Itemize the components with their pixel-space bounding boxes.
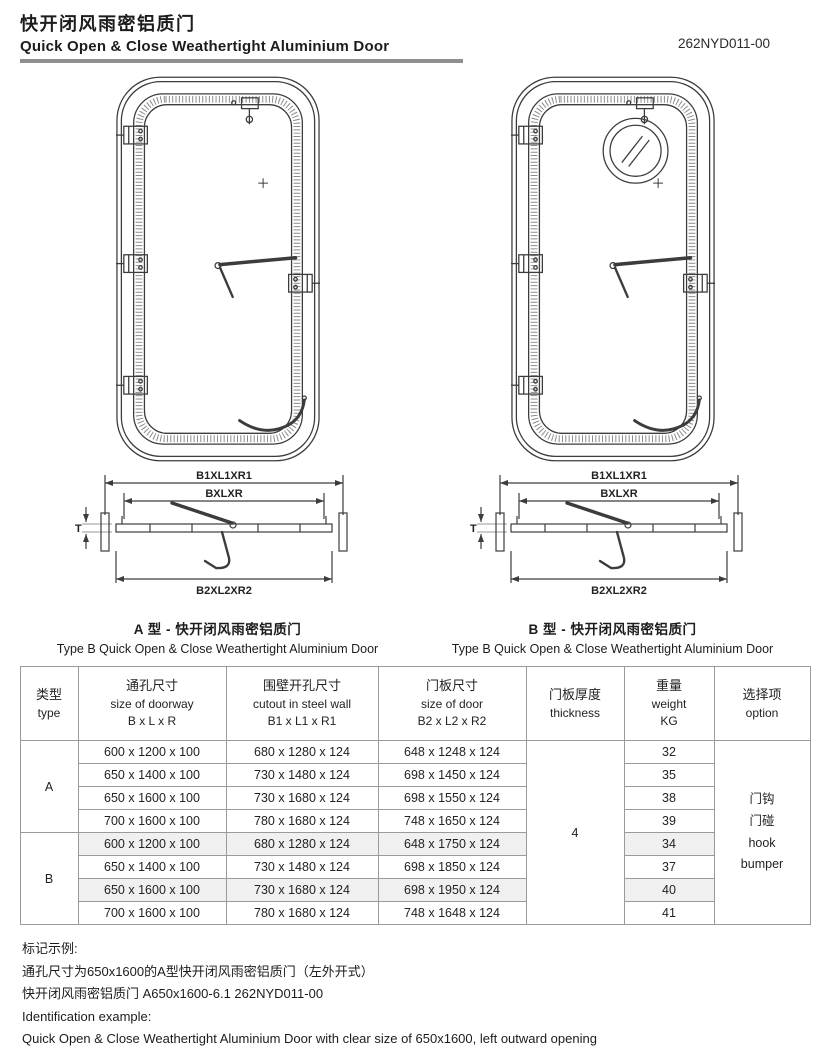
table-row: 700 x 1600 x 100 780 x 1680 x 124 748 x … [20,809,810,833]
page-title-en: Quick Open & Close Weathertight Aluminiu… [20,38,390,55]
type-a-door-drawing [115,75,321,463]
doorway-cell: 650 x 1600 x 100 [77,878,227,902]
table-row: 650 x 1400 x 100 730 x 1480 x 124 698 x … [20,763,810,787]
doorway-cell: 700 x 1600 x 100 [77,809,227,833]
title-rule [20,59,463,63]
drawings-row: A 型 - 快开闭风雨密铝质门 Type B Quick Open & Clos… [0,75,830,656]
weight-cell: 34 [623,832,715,856]
type-a-panel: A 型 - 快开闭风雨密铝质门 Type B Quick Open & Clos… [20,75,415,656]
table-row: 650 x 1600 x 100 730 x 1680 x 124 698 x … [20,786,810,810]
col-header-weight: 重量 weight KG [623,666,715,741]
door-size-cell: 648 x 1750 x 124 [377,832,527,856]
type-b-section-drawing [467,467,759,609]
identification-example-line1-en: Quick Open & Close Weathertight Aluminiu… [22,1031,597,1046]
door-size-cell: 698 x 1850 x 124 [377,855,527,879]
doorway-cell: 650 x 1600 x 100 [77,786,227,810]
option-cell: 门钩 门碰 hook bumper [713,740,811,925]
page-header: 快开闭风雨密铝质门 Quick Open & Close Weathertigh… [0,0,830,63]
doorway-cell: 700 x 1600 x 100 [77,901,227,925]
col-header-cutout: 围壁开孔尺寸 cutout in steel wall B1 x L1 x R1 [225,666,379,741]
door-size-cell: 698 x 1550 x 124 [377,786,527,810]
cutout-cell: 730 x 1680 x 124 [225,786,379,810]
page-title-zh: 快开闭风雨密铝质门 [20,14,196,34]
type-b-door-drawing [510,75,716,463]
weight-cell: 40 [623,878,715,902]
door-cross-section [470,470,742,597]
door-front-view [510,77,714,461]
cutout-cell: 780 x 1680 x 124 [225,901,379,925]
door-front-view [115,77,319,461]
cutout-cell: 780 x 1680 x 124 [225,809,379,833]
door-size-cell: 648 x 1248 x 124 [377,740,527,764]
col-header-type: 类型 type [19,666,79,741]
doorway-cell: 650 x 1400 x 100 [77,763,227,787]
spec-table: 类型 type 通孔尺寸 size of doorway B x L x R 围… [19,666,811,925]
type-b-cell: B [19,832,79,925]
type-b-caption-zh: B 型 - 快开闭风雨密铝质门 [528,622,697,637]
type-b-caption-en: Type B Quick Open & Close Weathertight A… [451,642,774,656]
weight-cell: 32 [623,740,715,764]
col-header-doorway: 通孔尺寸 size of doorway B x L x R [77,666,227,741]
doorway-cell: 650 x 1400 x 100 [77,855,227,879]
cutout-cell: 680 x 1280 x 124 [225,740,379,764]
identification-example-label-en: Identification example: [22,1008,152,1024]
doorway-cell: 600 x 1200 x 100 [77,832,227,856]
door-size-cell: 698 x 1450 x 124 [377,763,527,787]
option-line: 门碰 [749,813,775,828]
cutout-cell: 680 x 1280 x 124 [225,832,379,856]
option-line: 门钩 [749,791,775,806]
weight-cell: 37 [623,855,715,879]
cutout-cell: 730 x 1680 x 124 [225,878,379,902]
door-cross-section [75,470,347,597]
table-row: B 600 x 1200 x 100 680 x 1280 x 124 648 … [19,832,810,925]
col-header-door-size: 门板尺寸 size of door B2 x L2 x R2 [377,666,527,741]
weight-cell: 41 [623,901,715,925]
table-row: 650 x 1400 x 100 730 x 1480 x 124 698 x … [20,855,810,879]
weight-cell: 39 [623,809,715,833]
col-header-option: 选择项 option [713,666,811,741]
type-a-caption-zh: A 型 - 快开闭风雨密铝质门 [133,622,302,637]
type-a-cell: A [19,740,79,833]
identification-example-block: 标记示例: 通孔尺寸为650x1600的A型快开闭风雨密铝质门（左外开式） 快开… [22,939,830,1047]
weight-cell: 38 [623,786,715,810]
cutout-cell: 730 x 1480 x 124 [225,763,379,787]
table-row: 700 x 1600 x 100 780 x 1680 x 124 748 x … [20,901,810,925]
table-row: A 600 x 1200 x 100 680 x 1280 x 124 648 … [19,740,811,925]
door-size-cell: 748 x 1650 x 124 [377,809,527,833]
option-line: bumper [740,857,784,872]
door-size-cell: 698 x 1950 x 124 [377,878,527,902]
document-number: 262NYD011-00 [677,36,770,51]
type-a-section-drawing [72,467,364,609]
weight-cell: 35 [623,763,715,787]
type-b-panel: B 型 - 快开闭风雨密铝质门 Type B Quick Open & Clos… [415,75,810,656]
table-row: 650 x 1600 x 100 730 x 1680 x 124 698 x … [20,878,810,902]
porthole-icon [602,117,669,184]
option-line: hook [748,835,776,850]
marking-example-line2-zh: 快开闭风雨密铝质门 A650x1600-6.1 262NYD011-00 [22,986,324,1001]
table-header-row: 类型 type 通孔尺寸 size of doorway B x L x R 围… [19,666,811,741]
doorway-cell: 600 x 1200 x 100 [77,740,227,764]
cutout-cell: 730 x 1480 x 124 [225,855,379,879]
marking-example-label-zh: 标记示例: [22,941,78,956]
thickness-value-cell: 4 [525,740,625,925]
marking-example-line1-zh: 通孔尺寸为650x1600的A型快开闭风雨密铝质门（左外开式） [22,963,374,979]
type-a-caption-en: Type B Quick Open & Close Weathertight A… [56,642,379,656]
door-size-cell: 748 x 1648 x 124 [377,901,527,925]
col-header-thickness: 门板厚度 thickness [525,666,625,741]
